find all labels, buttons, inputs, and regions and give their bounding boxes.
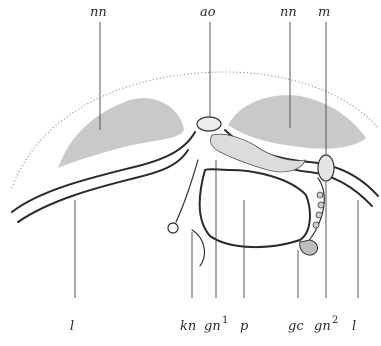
body-wall-inner-left xyxy=(18,150,188,222)
left-process-kn xyxy=(176,160,198,222)
gc-knob-4 xyxy=(313,222,319,228)
label-gc: gc xyxy=(288,319,304,334)
gn2-column xyxy=(304,178,324,246)
kn-hook xyxy=(192,230,204,266)
gn2-upper-bulb xyxy=(318,155,334,181)
gc-cluster xyxy=(300,240,318,255)
label-ao: ao xyxy=(200,5,216,20)
label-gn1-sup: 1 xyxy=(222,315,228,326)
label-m: m xyxy=(318,5,330,20)
label-nn-left: nn xyxy=(90,5,107,20)
gc-knob-3 xyxy=(316,212,322,218)
kn-node xyxy=(168,223,178,233)
label-gn2: gn xyxy=(314,319,331,334)
label-l-left: l xyxy=(70,319,74,334)
aorta-oval xyxy=(197,117,221,131)
label-l-right: l xyxy=(352,319,356,334)
gc-knob-2 xyxy=(318,202,324,208)
gc-knob-1 xyxy=(317,192,323,198)
label-p: p xyxy=(240,319,249,334)
label-gn2-sup: 2 xyxy=(332,315,338,326)
label-gn1: gn xyxy=(204,319,221,334)
right-stippled-mass xyxy=(228,95,366,149)
label-nn-right: nn xyxy=(280,5,297,20)
label-kn: kn xyxy=(180,319,196,334)
